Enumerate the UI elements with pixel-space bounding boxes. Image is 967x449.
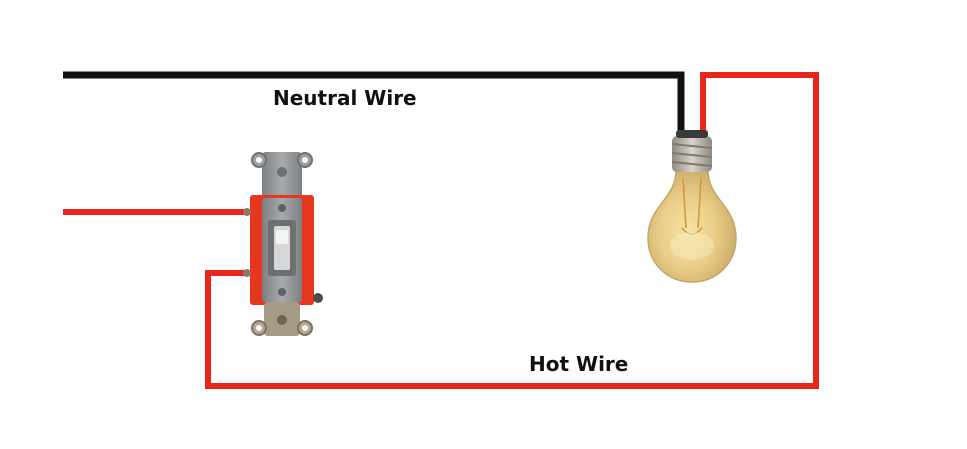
- neutral-wire: [63, 71, 685, 136]
- hot-wire-loop: [205, 72, 819, 389]
- light-bulb-icon: [647, 130, 737, 283]
- toggle-switch-icon: [243, 152, 323, 336]
- hot-wire-label: Hot Wire: [529, 352, 629, 376]
- neutral-wire-label: Neutral Wire: [273, 86, 417, 110]
